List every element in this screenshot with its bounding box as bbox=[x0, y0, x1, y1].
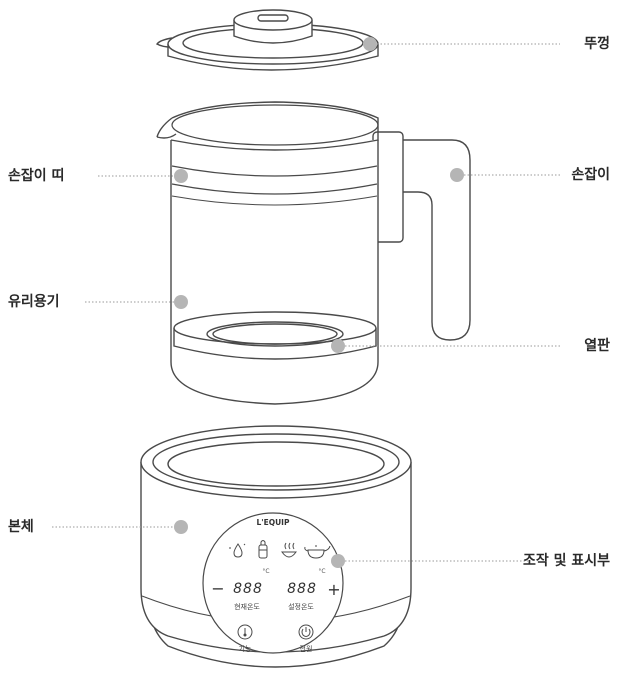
water-drop-icon bbox=[229, 543, 246, 558]
callout-dots bbox=[174, 37, 464, 568]
main-body bbox=[140, 425, 412, 668]
plus-button[interactable]: + bbox=[327, 580, 340, 599]
leader-lines bbox=[52, 43, 560, 562]
glass-jug bbox=[156, 101, 471, 405]
label-lid: 뚜껑 bbox=[584, 36, 610, 52]
mode-icons bbox=[229, 540, 331, 559]
label-control-display: 조작 및 표시부 bbox=[522, 553, 610, 569]
heating-plate-callout-dot bbox=[331, 339, 345, 353]
function-button[interactable] bbox=[237, 624, 253, 640]
lid bbox=[155, 9, 379, 71]
glass-vessel-callout-dot bbox=[174, 295, 188, 309]
label-handle-band: 손잡이 띠 bbox=[8, 168, 65, 184]
control-panel: L'EQUIP bbox=[211, 518, 340, 653]
power-label: 전원 bbox=[300, 644, 313, 653]
control-display-callout-dot bbox=[331, 554, 345, 568]
lid-callout-dot bbox=[363, 37, 377, 51]
set-temp-digits: 888 bbox=[287, 581, 317, 597]
minus-button[interactable]: − bbox=[211, 579, 224, 598]
baby-bottle-icon bbox=[258, 540, 268, 559]
main-body-callout-dot bbox=[174, 520, 188, 534]
handle-callout-dot bbox=[450, 168, 464, 182]
label-handle: 손잡이 bbox=[571, 167, 610, 183]
set-temp-unit: °C bbox=[318, 568, 325, 575]
hot-bowl-icon bbox=[281, 542, 297, 558]
current-temp-label: 현재온도 bbox=[234, 603, 260, 611]
current-temp-digits: 888 bbox=[233, 581, 263, 597]
teapot-icon bbox=[304, 545, 331, 559]
function-label: 기능 bbox=[239, 644, 252, 653]
set-temp-label: 설정온도 bbox=[288, 602, 314, 611]
power-button[interactable] bbox=[298, 624, 314, 640]
label-main-body: 본체 bbox=[8, 519, 34, 535]
label-heating-plate: 열판 bbox=[584, 338, 610, 354]
brand-logo: L'EQUIP bbox=[257, 518, 290, 527]
handle-band-callout-dot bbox=[174, 169, 188, 183]
current-temp-unit: °C bbox=[262, 568, 269, 575]
label-glass-vessel: 유리용기 bbox=[8, 294, 60, 310]
